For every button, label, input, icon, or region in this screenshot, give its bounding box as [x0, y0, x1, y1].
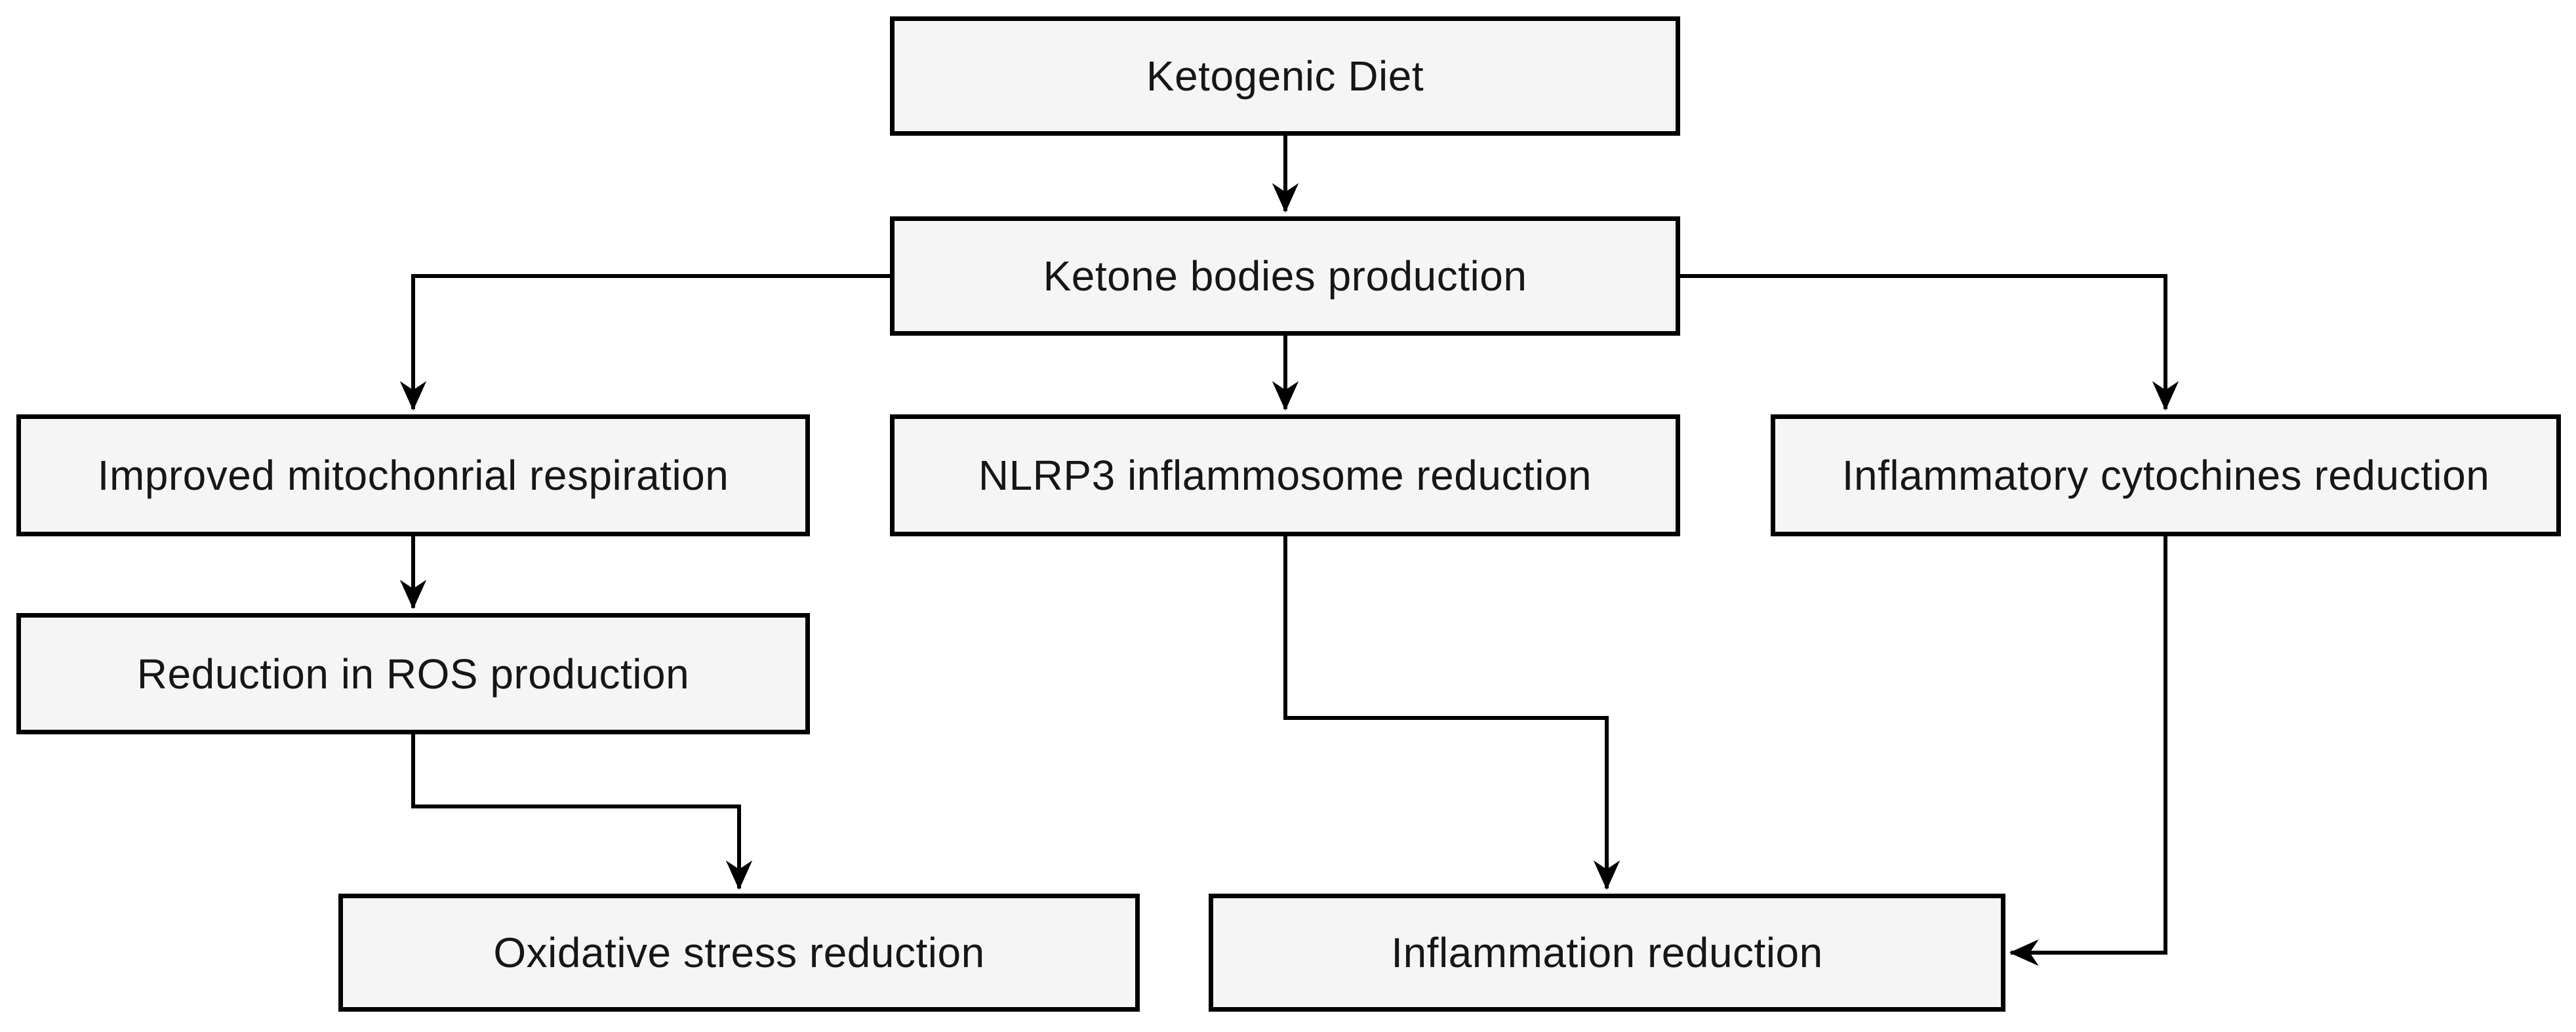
edge-nlrp3-to-inflammation [1283, 536, 1620, 890]
edge-ketone-to-improved [399, 274, 890, 411]
node-reduction-in-ros-production: Reduction in ROS production [16, 613, 810, 734]
node-ketone-bodies-production: Ketone bodies production [890, 216, 1680, 336]
node-label: Oxidative stress reduction [493, 929, 985, 976]
edge-ketone-to-cytokines [1680, 274, 2179, 411]
node-inflammation-reduction: Inflammation reduction [1209, 894, 2005, 1012]
node-oxidative-stress-reduction: Oxidative stress reduction [338, 894, 1140, 1012]
node-label: Improved mitochonrial respiration [97, 452, 729, 499]
node-label: Inflammatory cytochines reduction [1841, 452, 2490, 499]
node-label: Reduction in ROS production [136, 650, 690, 698]
node-ketogenic-diet: Ketogenic Diet [890, 16, 1680, 136]
edge-cytokines-to-inflammation [2009, 536, 2167, 966]
node-improved-mitochondrial-respiration: Improved mitochonrial respiration [16, 414, 810, 536]
node-label: Ketone bodies production [1043, 252, 1527, 300]
edge-ros-to-oxidative [411, 734, 753, 890]
node-nlrp3-inflammasome-reduction: NLRP3 inflammosome reduction [890, 414, 1680, 536]
node-label: Inflammation reduction [1391, 929, 1823, 976]
node-inflammatory-cytokines-reduction: Inflammatory cytochines reduction [1771, 414, 2561, 536]
node-label: NLRP3 inflammosome reduction [978, 452, 1592, 499]
node-label: Ketogenic Diet [1146, 52, 1424, 100]
